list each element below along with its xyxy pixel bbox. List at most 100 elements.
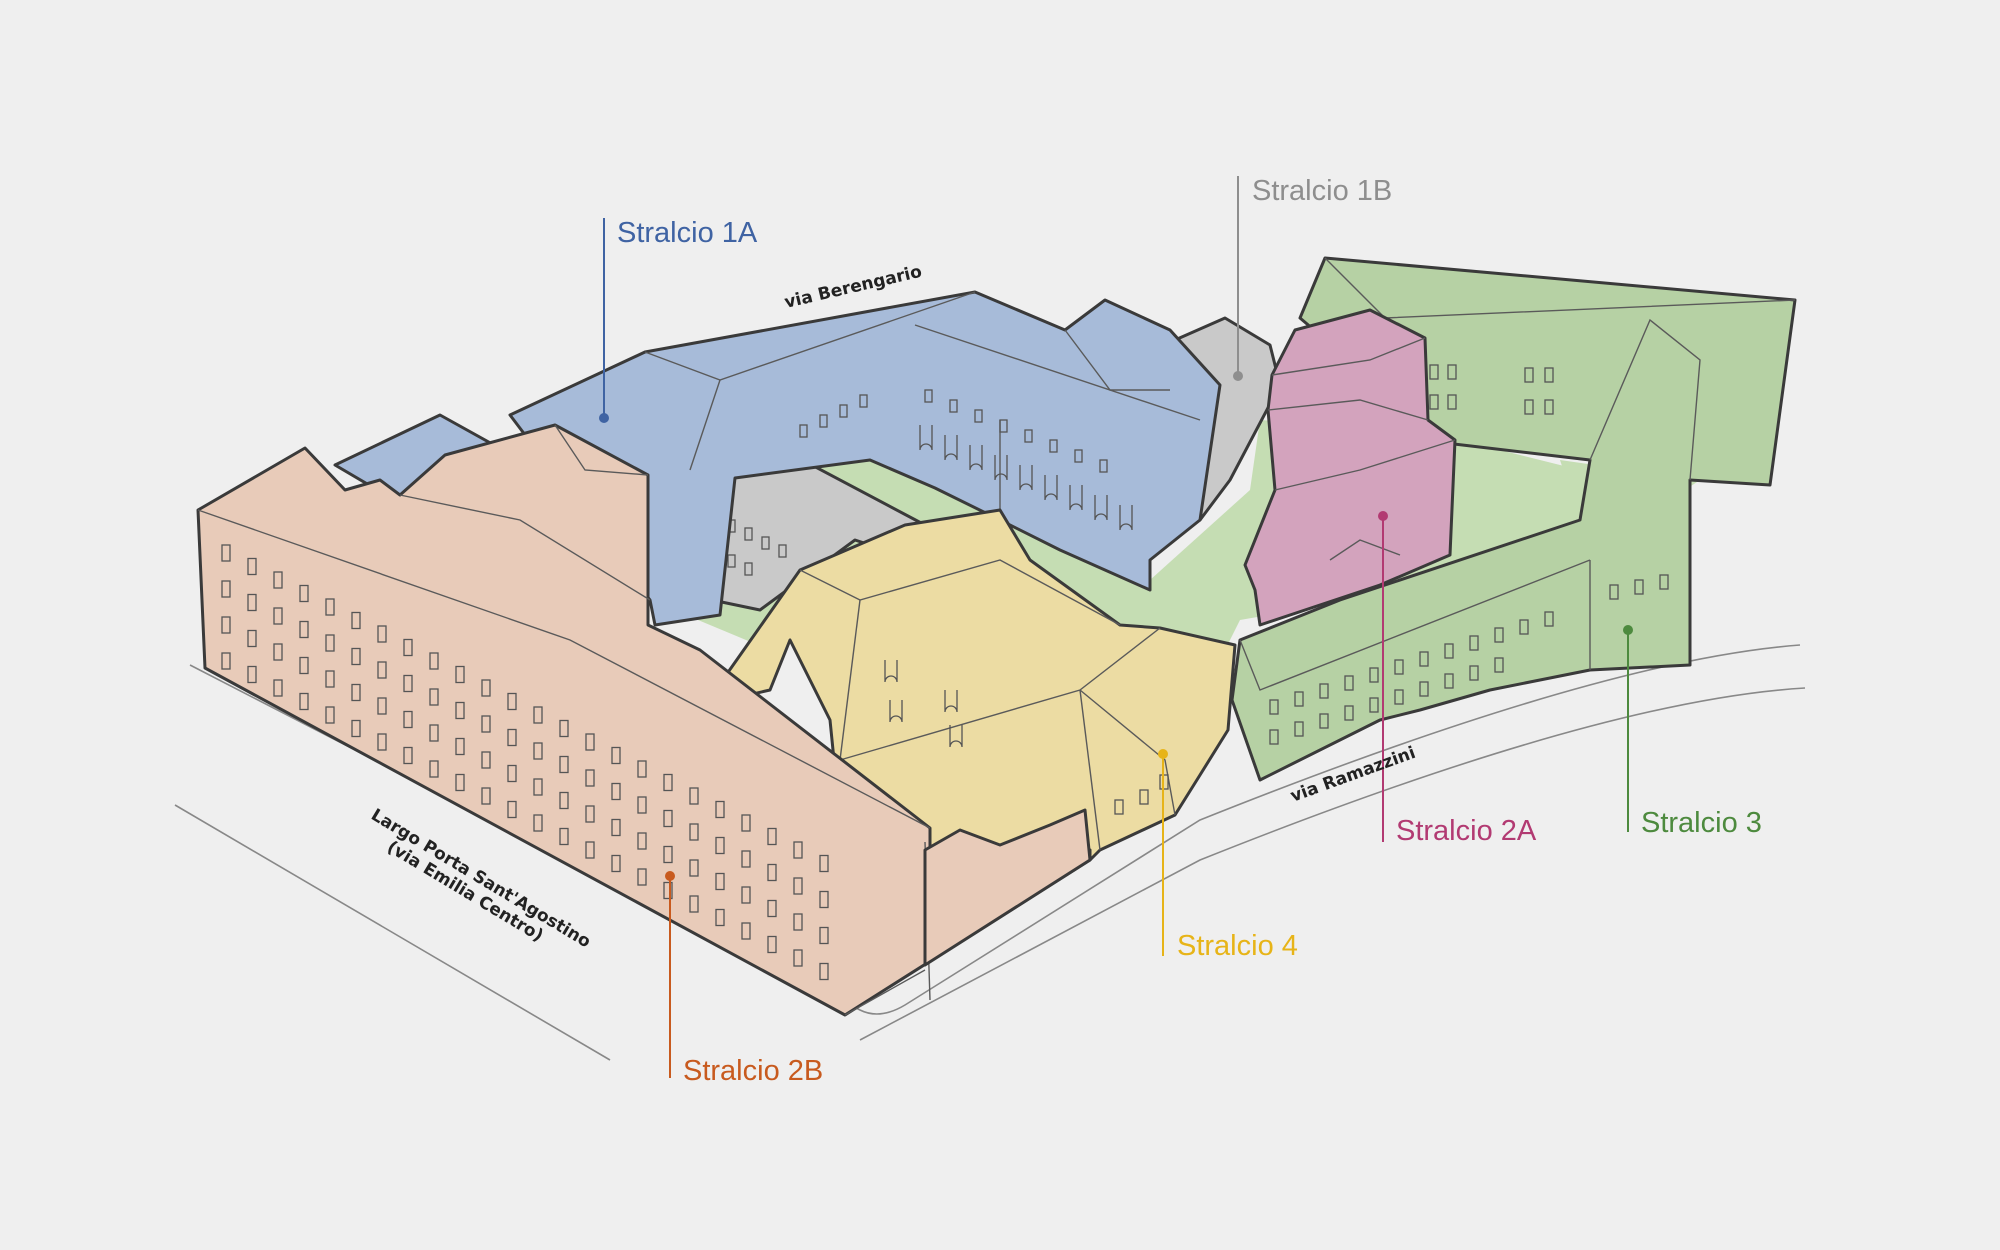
facade-window <box>351 683 361 702</box>
facade-window <box>611 782 621 801</box>
facade-window <box>663 845 673 864</box>
facade-window <box>455 737 465 756</box>
facade-window <box>767 827 777 846</box>
label-stralcio-4: Stralcio 4 <box>1177 930 1298 962</box>
building-stralcio-2a <box>1243 308 1457 627</box>
facade-window <box>533 742 543 760</box>
facade-window <box>611 818 621 837</box>
facade-window <box>663 773 673 792</box>
facade-window <box>767 935 777 954</box>
facade-window <box>819 854 829 873</box>
facade-window <box>585 769 595 787</box>
facade-window <box>325 670 335 688</box>
facade-window <box>247 557 257 576</box>
facade-window <box>793 949 803 967</box>
facade-window <box>377 733 387 751</box>
facade-window <box>455 773 465 792</box>
facade-window <box>221 616 231 634</box>
facade-window <box>741 922 751 940</box>
facade-window <box>273 643 283 661</box>
facade-window <box>403 674 413 693</box>
facade-window <box>377 625 387 643</box>
facade-window <box>637 760 647 778</box>
facade-window <box>533 814 543 832</box>
facade-window <box>507 692 517 711</box>
facade-window <box>221 544 231 562</box>
facade-window <box>325 706 335 724</box>
facade-window <box>689 859 699 877</box>
facade-window <box>299 584 309 603</box>
facade-window <box>455 701 465 720</box>
facade-window <box>819 926 829 945</box>
label-stralcio-2b: Stralcio 2B <box>683 1055 823 1087</box>
facade-window <box>377 661 387 679</box>
facade-window <box>507 800 517 819</box>
facade-window <box>221 652 231 670</box>
label-stralcio-2a: Stralcio 2A <box>1396 815 1537 847</box>
facade-window <box>429 652 439 670</box>
facade-window <box>507 764 517 783</box>
facade-window <box>325 598 335 616</box>
facade-window <box>585 841 595 859</box>
facade-window <box>247 665 257 684</box>
facade-window <box>429 688 439 706</box>
facade-window <box>273 679 283 697</box>
facade-window <box>741 814 751 832</box>
facade-window <box>715 800 725 819</box>
facade-window <box>403 638 413 657</box>
building-stralcio-3 <box>1230 256 1797 782</box>
facade-window <box>767 863 777 882</box>
facade-window <box>273 607 283 625</box>
facade-window <box>715 908 725 927</box>
facade-window <box>221 580 231 598</box>
facade-window <box>403 710 413 729</box>
facade-window <box>559 827 569 846</box>
facade-window <box>559 719 569 738</box>
facade-window <box>689 895 699 913</box>
facade-window <box>481 751 491 769</box>
facade-window <box>819 890 829 909</box>
facade-window <box>351 719 361 738</box>
facade-window <box>533 706 543 724</box>
facade-window <box>741 850 751 868</box>
facade-window <box>299 656 309 675</box>
facade-window <box>429 760 439 778</box>
label-stralcio-1b: Stralcio 1B <box>1252 175 1392 207</box>
facade-window <box>819 962 829 981</box>
facade-window <box>585 733 595 751</box>
facade-window <box>377 697 387 715</box>
facade-window <box>585 805 595 823</box>
facade-window <box>507 728 517 747</box>
facade-window <box>663 809 673 828</box>
facade-window <box>637 832 647 850</box>
facade-window <box>793 877 803 895</box>
facade-window <box>299 620 309 639</box>
label-stralcio-1a: Stralcio 1A <box>617 217 758 249</box>
facade-window <box>559 791 569 810</box>
facade-window <box>611 746 621 765</box>
facade-window <box>637 868 647 886</box>
facade-window <box>689 823 699 841</box>
building-stralcio-2b-tail <box>923 808 1092 967</box>
facade-window <box>611 854 621 873</box>
street-lines <box>174 644 1806 1061</box>
facade-window <box>637 796 647 814</box>
facade-window <box>481 787 491 805</box>
facade-window <box>403 746 413 765</box>
facade-window <box>351 611 361 630</box>
facade-window <box>481 679 491 697</box>
facade-window <box>715 836 725 855</box>
facade-window <box>793 841 803 859</box>
facade-window <box>481 715 491 733</box>
facade-window <box>273 571 283 589</box>
facade-window <box>247 593 257 612</box>
facade-window <box>767 899 777 918</box>
facade-window <box>533 778 543 796</box>
facade-window <box>663 881 673 900</box>
facade-window <box>793 913 803 931</box>
facade-window <box>247 629 257 648</box>
facade-window <box>351 647 361 666</box>
facade-window <box>741 886 751 904</box>
